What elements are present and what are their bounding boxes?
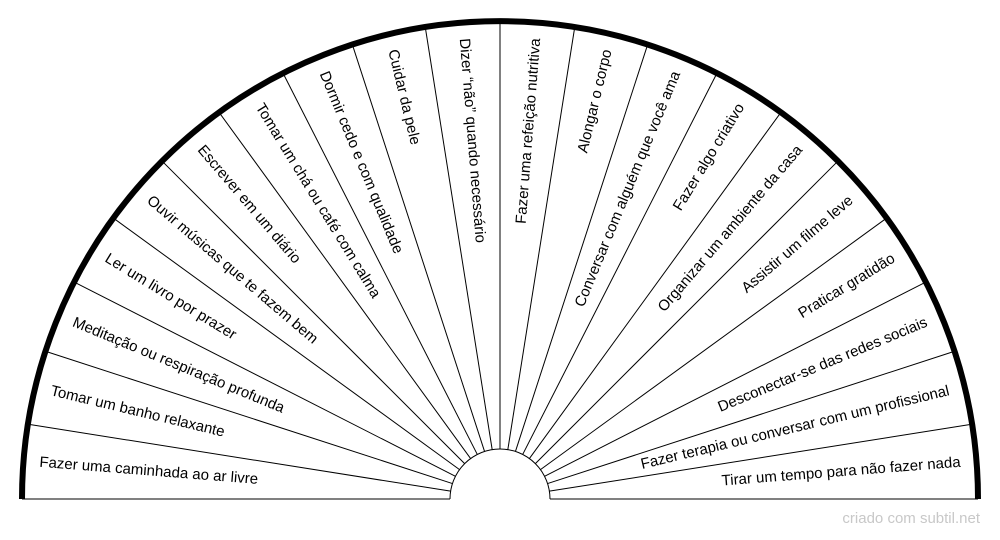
- segment-label: Alongar o corpo: [574, 48, 615, 155]
- segment-divider: [522, 74, 717, 455]
- segment-divider: [544, 282, 925, 477]
- segment-divider: [425, 28, 493, 450]
- segment-divider: [75, 282, 456, 477]
- segment-label: Fazer algo criativo: [670, 100, 749, 213]
- segment-divider: [219, 113, 472, 459]
- segment-divider: [114, 218, 460, 471]
- credit-text: criado com subtil.net: [842, 510, 980, 527]
- segment-label: Dizer “não” quando necessário: [456, 38, 489, 244]
- segment-divider: [535, 162, 837, 464]
- segment-divider: [514, 46, 648, 452]
- segment-divider: [528, 113, 781, 459]
- outer-arc: [19, 18, 981, 500]
- segment-divider: [29, 424, 451, 492]
- segment-dividers: [29, 23, 971, 492]
- segment-label: Tomar um chá ou café com calma: [252, 100, 384, 301]
- segment-label: Cuidar da pele: [384, 48, 423, 147]
- segment-divider: [47, 351, 453, 485]
- segment-label: Praticar gratidão: [795, 250, 898, 322]
- segment-label: Organizar um ambiente da casa: [655, 141, 807, 315]
- segment-divider: [163, 162, 465, 464]
- segment-divider: [549, 424, 971, 492]
- segment-divider: [540, 218, 886, 471]
- segment-label: Fazer uma refeição nutritiva: [513, 37, 545, 224]
- segment-label: Fazer uma caminhada ao ar livre: [39, 454, 259, 488]
- inner-arc: [449, 448, 551, 500]
- segment-label: Tirar um tempo para não fazer nada: [721, 454, 962, 490]
- segment-divider: [547, 351, 953, 485]
- segment-divider: [352, 46, 486, 452]
- segment-divider: [283, 74, 478, 455]
- segment-divider: [507, 28, 575, 450]
